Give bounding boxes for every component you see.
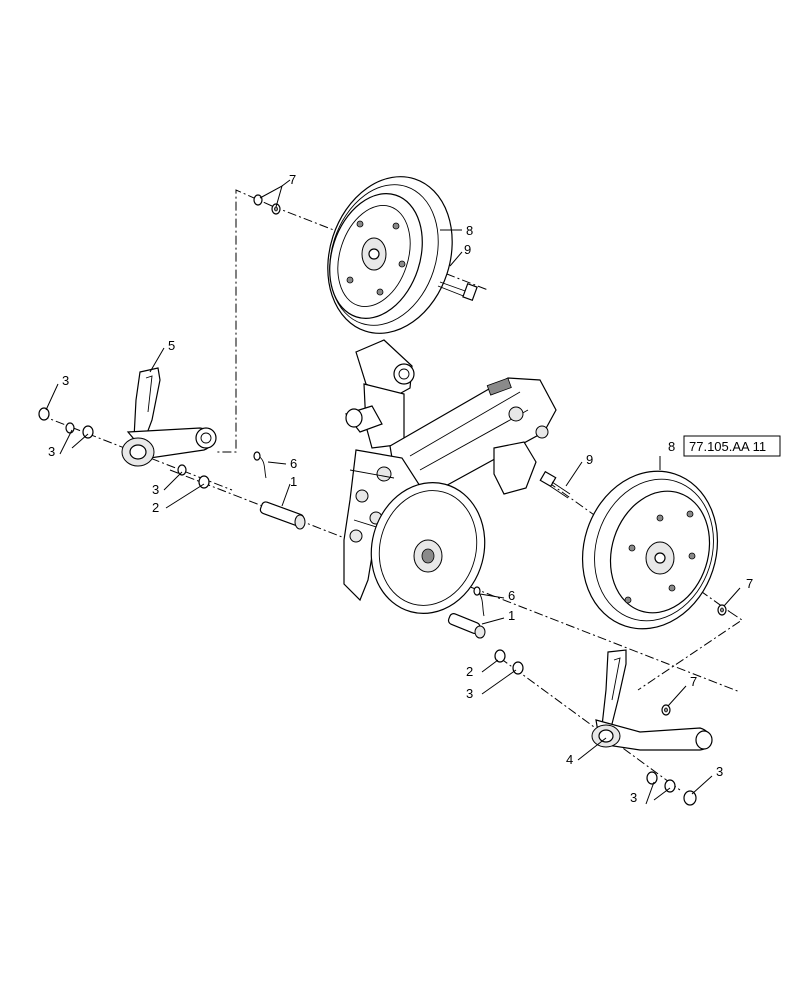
leader-lines <box>45 179 741 805</box>
callout-7-right: 7 <box>746 576 753 591</box>
callout-8-right: 8 <box>668 439 675 454</box>
callout-labels: 7 8 9 5 3 3 3 2 6 1 6 1 2 3 9 8 7 7 4 3 … <box>48 172 753 805</box>
callout-7-upper: 7 <box>289 172 296 187</box>
callout-7-arm: 7 <box>690 674 697 689</box>
bolt-upper <box>437 281 478 302</box>
callout-8-upper: 8 <box>466 223 473 238</box>
callout-3-left: 3 <box>48 444 55 459</box>
gauge-wheel-arm-left <box>121 367 217 467</box>
callout-3-lower-right: 3 <box>716 764 723 779</box>
bolt-right <box>539 470 571 499</box>
gauge-wheel-right <box>581 470 719 630</box>
pin-right <box>447 586 486 639</box>
callout-3-near-pin: 3 <box>152 482 159 497</box>
reference-label: 77.105.AA 11 <box>689 439 766 454</box>
washers-lower-right <box>646 771 697 806</box>
callout-3-lower-pair: 3 <box>630 790 637 805</box>
callout-4: 4 <box>566 752 573 767</box>
washer-right-wheel <box>717 604 727 616</box>
opener-disc <box>370 482 486 614</box>
reference-box: 77.105.AA 11 <box>683 435 781 457</box>
washer-arm-right <box>661 704 671 716</box>
washers-upper <box>253 194 281 215</box>
callout-3-right: 3 <box>466 686 473 701</box>
gauge-wheel-upper <box>327 176 453 334</box>
callout-6-left: 6 <box>290 456 297 471</box>
callout-9-upper: 9 <box>464 242 471 257</box>
callout-1-right: 1 <box>508 608 515 623</box>
callout-3-upper-left: 3 <box>62 373 69 388</box>
callout-6-right: 6 <box>508 588 515 603</box>
callout-2-left: 2 <box>152 500 159 515</box>
callout-2-right: 2 <box>466 664 473 679</box>
gauge-wheel-arm-right <box>591 649 713 751</box>
callout-1-left: 1 <box>290 474 297 489</box>
callout-9-right: 9 <box>586 452 593 467</box>
pin-left <box>253 451 306 530</box>
callout-5: 5 <box>168 338 175 353</box>
washers-right <box>494 649 524 675</box>
